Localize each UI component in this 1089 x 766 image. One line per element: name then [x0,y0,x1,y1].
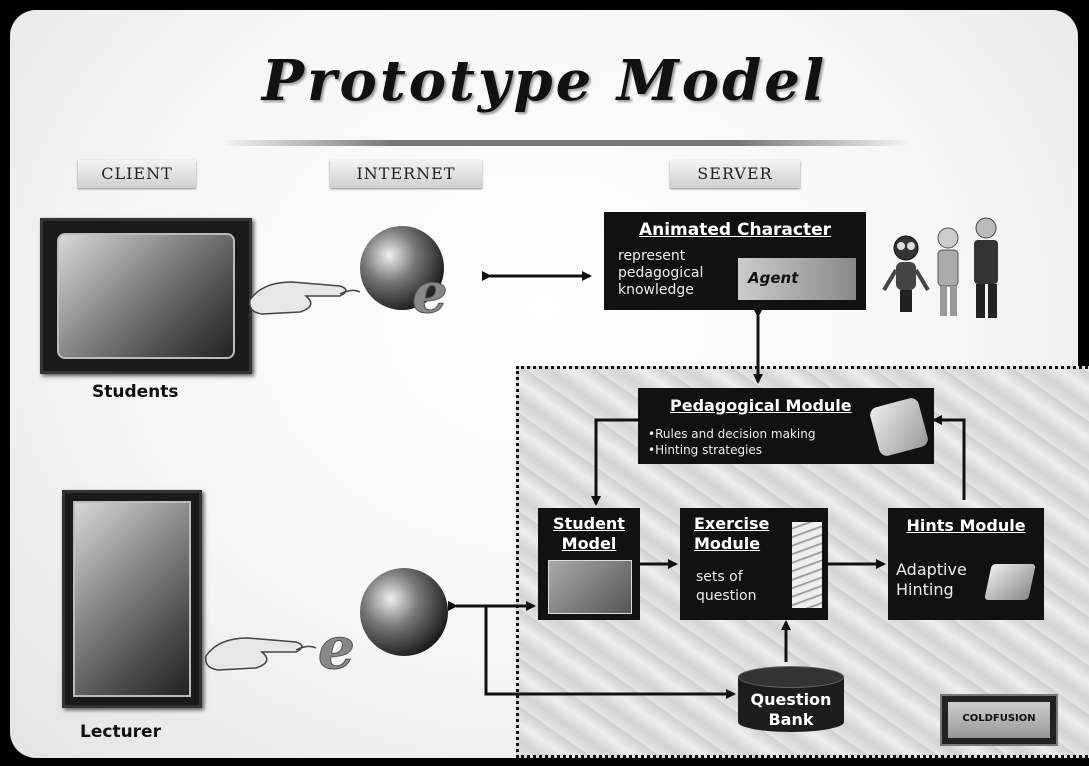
svg-text:e: e [318,614,355,682]
hints-module-text: Adaptive [896,560,967,579]
student-model-box: Student Model [538,508,640,620]
exercise-module-heading: Module [694,534,761,553]
man-in-suit-character-icon [974,217,998,318]
exercise-module-text: sets of [696,569,743,585]
exercise-module-heading: Exercise [694,514,770,533]
pedagogical-module-box: Pedagogical Module •Rules and decision m… [638,388,934,464]
tier-label-client: CLIENT [78,160,196,188]
book-quill-icon [984,564,1036,600]
student-model-heading: Model [561,534,617,553]
coldfusion-logo-text: COLDFUSION [948,702,1050,738]
students-photo [40,218,252,374]
student-model-heading: Student [553,514,625,533]
exercise-module-text: question [696,588,757,604]
pedagogical-module-heading: Pedagogical Module [670,396,852,415]
question-bank-label: Bank [768,710,814,729]
question-bank-label: Question [750,690,832,709]
tier-label-server: SERVER [670,160,800,188]
tier-label-internet: INTERNET [330,160,482,188]
connector-arrow [591,418,638,506]
agent-logo-text: Agent [748,269,799,287]
scroll-quill-icon [868,396,930,458]
pointing-hand-icon [205,637,317,671]
robot-character-icon [882,235,930,312]
animated-character-text-line: knowledge [618,282,694,298]
svg-text:e: e [412,260,448,326]
agent-technology-logo: Agent [738,258,856,300]
coldfusion-logo: COLDFUSION [940,694,1058,746]
pedagogical-bullet: •Rules and decision making [648,427,816,441]
old-man-character-icon [937,227,959,316]
connector-arrow [932,415,966,500]
hints-module-heading: Hints Module [906,516,1026,535]
exercise-module-box: Exercise Module sets of question [680,508,828,620]
student-model-photo [548,560,632,614]
pedagogical-bullet: •Hinting strategies [648,443,763,457]
animated-character-text-line: pedagogical [618,265,704,281]
worksheet-icon [792,522,822,608]
hints-module-text: Hinting [896,580,954,599]
animated-character-text-line: represent [618,248,686,264]
animated-character-heading: Animated Character [638,220,832,240]
pointing-hand-icon [249,281,361,315]
lecturer-photo [62,490,202,708]
title-underline [220,140,910,146]
internet-globe-icon: e [360,226,448,327]
question-bank-database: Question Bank [738,664,844,740]
lecturer-caption: Lecturer [80,722,161,742]
connector-arrow [484,606,736,699]
page-title: Prototype Model [261,48,828,114]
animated-character-box: Animated Character represent pedagogical… [604,212,866,310]
internet-globe-icon: e [318,568,448,683]
hints-module-box: Hints Module Adaptive Hinting [888,508,1044,620]
students-caption: Students [92,382,179,402]
